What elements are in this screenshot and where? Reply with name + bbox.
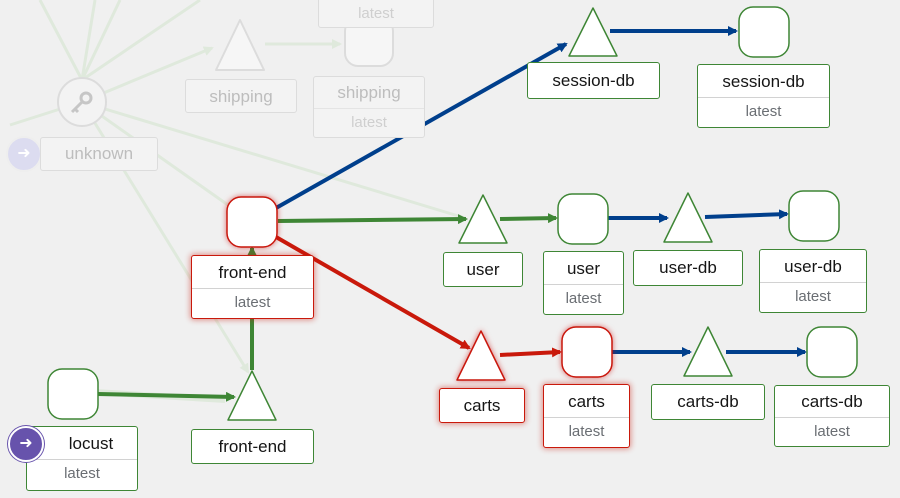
locust-workload-node[interactable] [47, 368, 99, 420]
carts-db-workload-name: carts-db [801, 392, 863, 411]
carts-db-version: latest [775, 417, 889, 441]
shipping-service-name: shipping [209, 87, 273, 106]
faded-nodes [57, 17, 394, 127]
edge-faded-2 [80, 0, 122, 81]
carts-service-label[interactable]: carts [439, 388, 525, 423]
session-db-service-node[interactable] [568, 7, 618, 57]
edge-front-end-to-user [277, 214, 468, 225]
front-end-service-node[interactable] [227, 370, 277, 421]
key-icon [70, 91, 93, 114]
front-end-service-name: front-end [218, 437, 287, 456]
carts-workload-label[interactable]: carts latest [543, 384, 630, 448]
user-version: latest [544, 284, 623, 308]
front-end-workload-name: front-end [218, 263, 287, 282]
faded-workload-label-top[interactable]: latest [318, 0, 434, 28]
session-db-service-label[interactable]: session-db [527, 62, 660, 99]
carts-db-service-node[interactable] [683, 326, 733, 377]
unknown-label[interactable]: unknown [40, 137, 158, 171]
user-service-node[interactable] [458, 194, 508, 244]
carts-db-workload-node[interactable] [806, 326, 858, 378]
carts-version: latest [544, 417, 629, 441]
edge-faded-3 [38, 0, 84, 81]
edge-faded-8 [81, 100, 466, 220]
user-service-label[interactable]: user [443, 252, 523, 287]
edge-faded-1 [80, 0, 97, 81]
user-db-service-name: user-db [659, 258, 717, 277]
active-nodes [47, 6, 858, 421]
user-db-version: latest [760, 282, 866, 306]
front-end-workload-label[interactable]: front-end latest [191, 255, 314, 319]
front-end-version: latest [192, 288, 313, 312]
shipping-service-node[interactable] [215, 19, 265, 71]
carts-service-name: carts [463, 396, 501, 415]
shipping-version: latest [314, 108, 424, 132]
user-db-workload-name: user-db [784, 257, 842, 276]
locust-workload-label[interactable]: locust latest [26, 426, 138, 491]
user-service-name: user [466, 260, 500, 279]
shipping-workload-name: shipping [337, 83, 401, 102]
carts-workload-node[interactable] [561, 326, 613, 378]
unknown-name: unknown [64, 144, 134, 163]
user-db-workload-label[interactable]: user-db latest [759, 249, 867, 313]
carts-db-service-name: carts-db [677, 392, 739, 411]
carts-db-workload-label[interactable]: carts-db latest [774, 385, 890, 447]
user-db-service-node[interactable] [663, 192, 713, 243]
session-db-workload-label[interactable]: session-db latest [697, 64, 830, 128]
front-end-workload-node[interactable] [226, 196, 278, 248]
locust-version: latest [27, 459, 137, 483]
user-workload-node[interactable] [557, 193, 609, 245]
unknown-badge-icon: ➜ [6, 136, 42, 172]
edge-user-service-to-workload [499, 213, 558, 224]
session-db-workload-node[interactable] [738, 6, 790, 58]
front-end-service-label[interactable]: front-end [191, 429, 314, 464]
user-db-service-label[interactable]: user-db [633, 250, 743, 286]
user-workload-label[interactable]: user latest [543, 251, 624, 315]
carts-db-service-label[interactable]: carts-db [651, 384, 765, 420]
shipping-workload-label[interactable]: shipping latest [313, 76, 425, 138]
session-db-version: latest [698, 97, 829, 121]
carts-workload-name: carts [568, 392, 605, 411]
shipping-service-label[interactable]: shipping [185, 79, 297, 113]
edge-user-db-service-to-workload [704, 209, 789, 220]
edge-faded-4 [81, 0, 201, 82]
user-workload-name: user [566, 259, 601, 278]
carts-service-node[interactable] [456, 330, 506, 381]
edge-carts-service-to-workload [499, 347, 562, 358]
locust-workload-name: locust [68, 434, 114, 453]
session-db-workload-name: session-db [722, 72, 805, 91]
arrow-right-circle-icon: ➜ [8, 426, 44, 462]
faded-version-label: latest [358, 5, 394, 22]
edge-locust-to-front-end [97, 391, 236, 402]
user-db-workload-node[interactable] [788, 190, 840, 242]
session-db-service-name: session-db [552, 71, 635, 90]
